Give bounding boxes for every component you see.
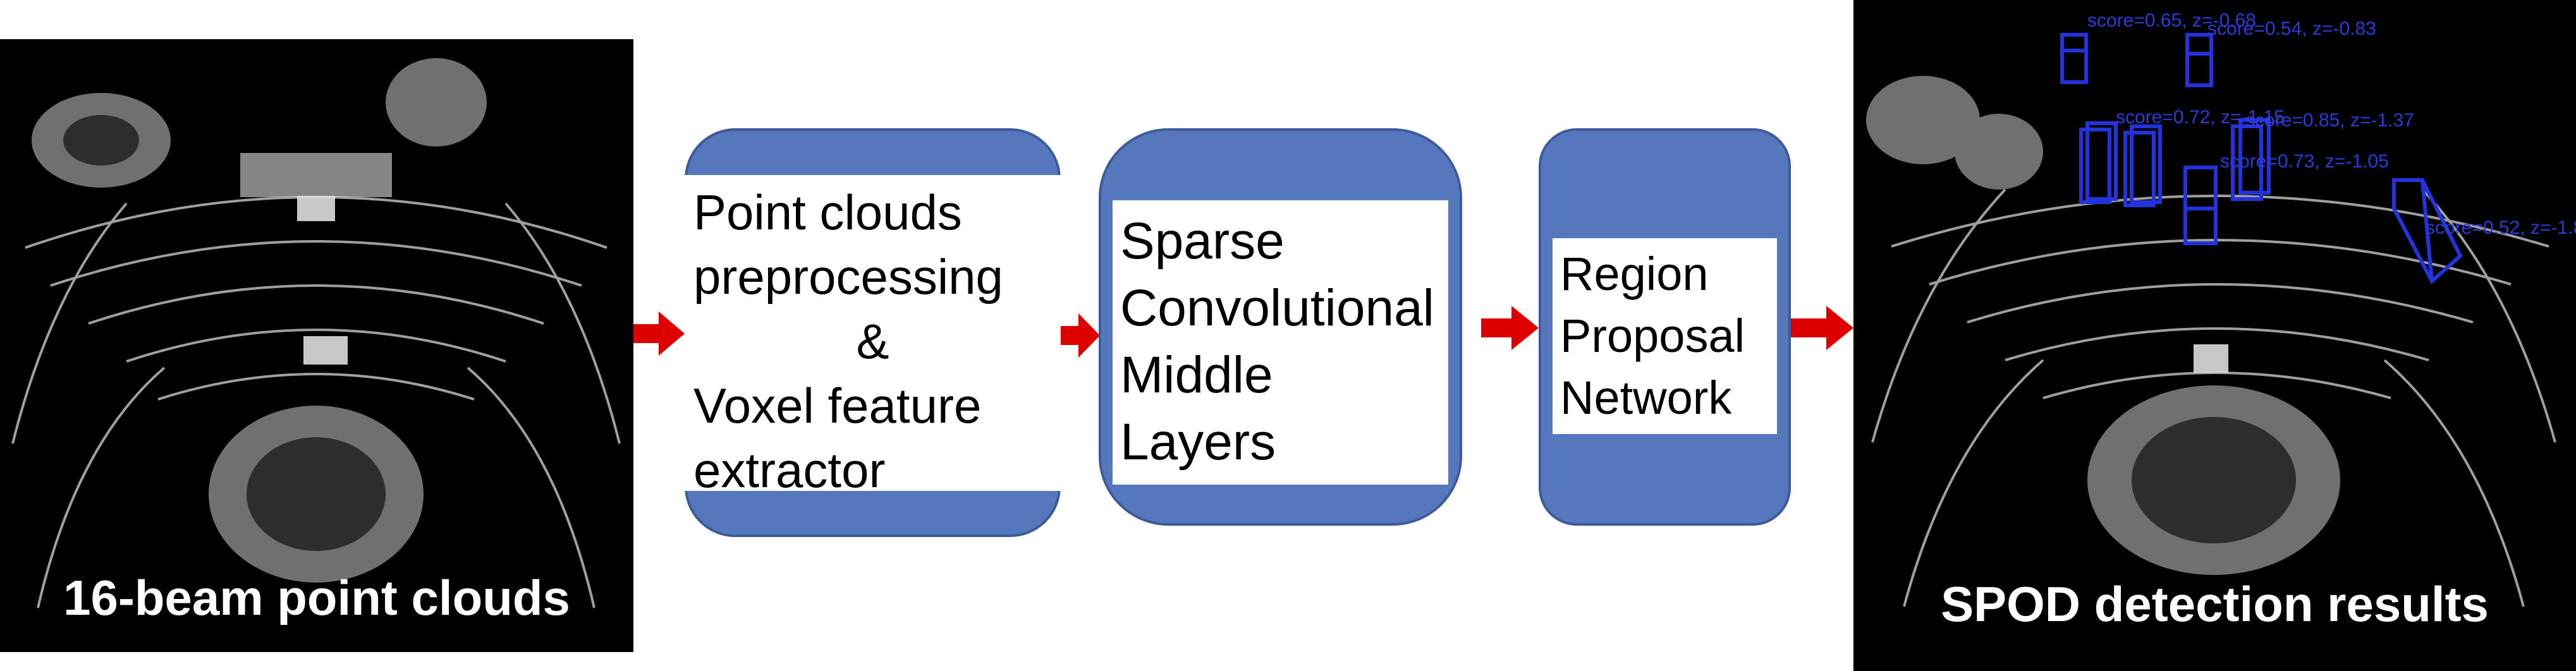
sparse-conv-block-label: Sparse Convolutional Middle Layers [1113,200,1448,485]
output-detection-panel: score=0.65, z=-0.68 score=0.54, z=-0.83 … [1853,0,2576,671]
detection-score-label: score=0.85, z=-1.37 [2245,110,2414,131]
rpn-block-label: Region Proposal Network [1553,238,1777,434]
detection-box-2 [2185,33,2213,87]
detection-score-label: score=0.52, z=-1.83 [2426,217,2576,238]
arrow-right-icon [633,311,685,356]
detection-box-4 [2123,124,2162,207]
detection-box-3 [2079,121,2118,204]
arrow-right-icon [1481,306,1539,350]
detection-box-7 [2392,178,2463,284]
input-panel-caption: 16-beam point clouds [63,570,570,626]
detection-score-label: score=0.73, z=-1.05 [2220,151,2389,172]
arrow-right-icon [1791,306,1853,350]
detection-box-1 [2060,33,2088,84]
arrow-right-icon [1061,313,1100,358]
input-point-cloud-panel: 16-beam point clouds [0,39,633,652]
detection-score-label: score=0.54, z=-0.83 [2207,18,2376,39]
detection-score-label: score=0.65, z=-0.68 [2087,10,2256,31]
detection-box-6 [2183,166,2218,245]
rpn-block: Region Proposal Network [1539,128,1791,526]
preprocessing-block-label: Point clouds preprocessing & Voxel featu… [685,175,1061,498]
output-detection-image: score=0.65, z=-0.68 score=0.54, z=-0.83 … [1866,10,2576,607]
input-point-cloud-image [11,58,621,608]
preprocessing-block: Point clouds preprocessing & Voxel featu… [685,128,1061,537]
output-panel-caption: SPOD detection results [1941,576,2489,632]
detection-score-label: score=0.72, z=-1.15 [2116,107,2285,128]
sparse-conv-block: Sparse Convolutional Middle Layers [1099,128,1462,526]
detection-box-5 [2231,118,2271,201]
